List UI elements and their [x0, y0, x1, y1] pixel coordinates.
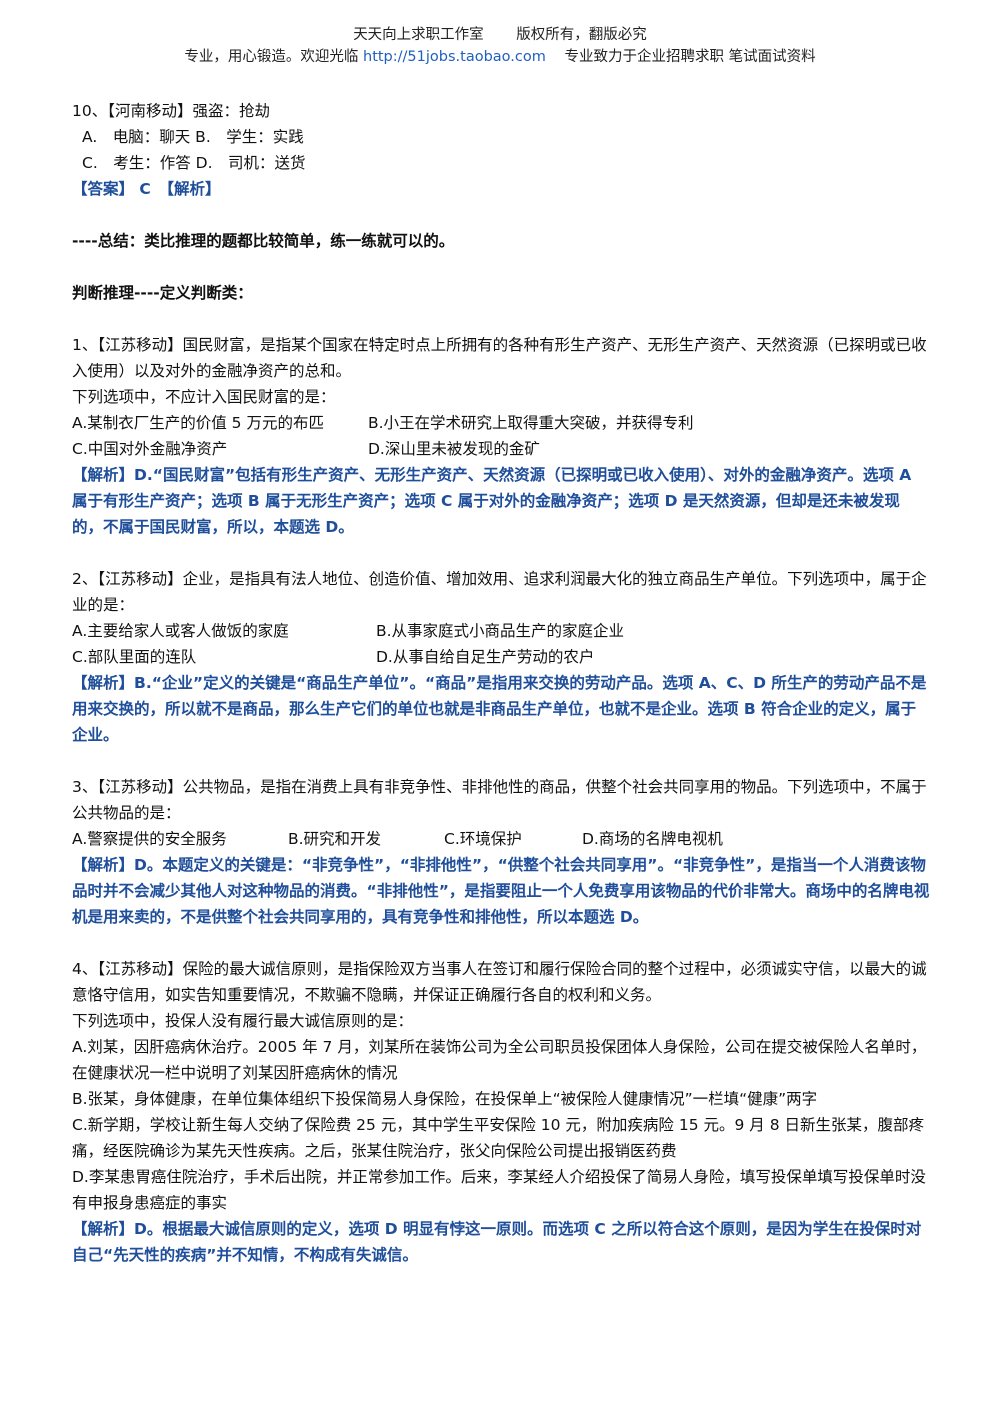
q10-options-row2: C. 考生：作答 D. 司机：送货: [82, 154, 306, 172]
q4-analysis: 【解析】D。根据最大诚信原则的定义，选项 D 明显有悖这一原则。而选项 C 之所…: [72, 1220, 922, 1264]
q2-options-row1: A.主要给家人或客人做饭的家庭 B.从事家庭式小商品生产的家庭企业: [72, 618, 930, 644]
q2-option-a: A.主要给家人或客人做饭的家庭: [72, 622, 289, 640]
q10-options-row1: A. 电脑：聊天 B. 学生：实践: [82, 128, 304, 146]
document-body: 10、【河南移动】强盗：抢劫 A. 电脑：聊天 B. 学生：实践 C. 考生：作…: [72, 98, 930, 1268]
q4-prompt: 下列选项中，投保人没有履行最大诚信原则的是：: [72, 1012, 414, 1030]
q1-stem: 1、【江苏移动】国民财富，是指某个国家在特定时点上所拥有的各种有形生产资产、无形…: [72, 336, 927, 380]
page-header: 天天向上求职工作室 版权所有，翻版必究 专业，用心锻造。欢迎光临 http://…: [0, 24, 1000, 68]
q2-analysis: 【解析】B.“企业”定义的关键是“商品生产单位”。“商品”是指用来交换的劳动产品…: [72, 674, 927, 744]
q1-analysis: 【解析】D.“国民财富”包括有形生产资产、无形生产资产、天然资源（已探明或已收入…: [72, 466, 912, 536]
q2-option-d: D.从事自给自足生产劳动的农户: [376, 648, 595, 666]
q1-options-row2: C.中国对外金融净资产 D.深山里未被发现的金矿: [72, 436, 930, 462]
header-slogan: 专业，用心锻造。欢迎光临: [184, 49, 359, 65]
header-url-link[interactable]: http://51jobs.taobao.com: [363, 49, 546, 65]
q2-option-b: B.从事家庭式小商品生产的家庭企业: [376, 622, 625, 640]
q4-option-c: C.新学期，学校让新生每人交纳了保险费 25 元，其中学生平安保险 10 元，附…: [72, 1116, 924, 1160]
q3-option-b: B.研究和开发: [288, 830, 382, 848]
q3-option-d: D.商场的名牌电视机: [582, 830, 723, 848]
header-focus: 专业致力于企业招聘求职 笔试面试资料: [564, 49, 816, 65]
header-studio: 天天向上求职工作室: [353, 27, 484, 43]
q3-option-a: A.警察提供的安全服务: [72, 830, 227, 848]
q2-option-c: C.部队里面的连队: [72, 648, 197, 666]
summary-note: ----总结：类比推理的题都比较简单，练一练就可以的。: [72, 232, 455, 250]
q1-option-b: B.小王在学术研究上取得重大突破，并获得专利: [368, 414, 694, 432]
q4-stem: 4、【江苏移动】保险的最大诚信原则，是指保险双方当事人在签订和履行保险合同的整个…: [72, 960, 927, 1004]
q1-option-d: D.深山里未被发现的金矿: [368, 440, 540, 458]
section-title: 判断推理----定义判断类：: [72, 284, 253, 302]
q1-option-c: C.中国对外金融净资产: [72, 440, 228, 458]
q4-option-a: A.刘某，因肝癌病休治疗。2005 年 7 月，刘某所在装饰公司为全公司职员投保…: [72, 1038, 927, 1082]
q3-analysis: 【解析】D。本题定义的关键是：“非竞争性”，“非排他性”，“供整个社会共同享用”…: [72, 856, 930, 926]
q4-option-d: D.李某患胃癌住院治疗，手术后出院，并正常参加工作。后来，李某经人介绍投保了简易…: [72, 1168, 926, 1212]
q3-stem: 3、【江苏移动】公共物品，是指在消费上具有非竞争性、非排他性的商品，供整个社会共…: [72, 778, 927, 822]
q1-option-a: A.某制衣厂生产的价值 5 万元的布匹: [72, 414, 324, 432]
q1-prompt: 下列选项中，不应计入国民财富的是：: [72, 388, 336, 406]
q10-stem: 10、【河南移动】强盗：抢劫: [72, 102, 270, 120]
q10-answer: 【答案】 C 【解析】: [72, 180, 221, 198]
q4-option-b: B.张某，身体健康，在单位集体组织下投保简易人身保险，在投保单上“被保险人健康情…: [72, 1090, 818, 1108]
q3-options-row: A.警察提供的安全服务 B.研究和开发 C.环境保护 D.商场的名牌电视机: [72, 826, 930, 852]
header-copyright: 版权所有，翻版必究: [516, 27, 647, 43]
q1-options-row1: A.某制衣厂生产的价值 5 万元的布匹 B.小王在学术研究上取得重大突破，并获得…: [72, 410, 930, 436]
q2-options-row2: C.部队里面的连队 D.从事自给自足生产劳动的农户: [72, 644, 930, 670]
q3-option-c: C.环境保护: [444, 830, 522, 848]
q2-stem: 2、【江苏移动】企业，是指具有法人地位、创造价值、增加效用、追求利润最大化的独立…: [72, 570, 927, 614]
